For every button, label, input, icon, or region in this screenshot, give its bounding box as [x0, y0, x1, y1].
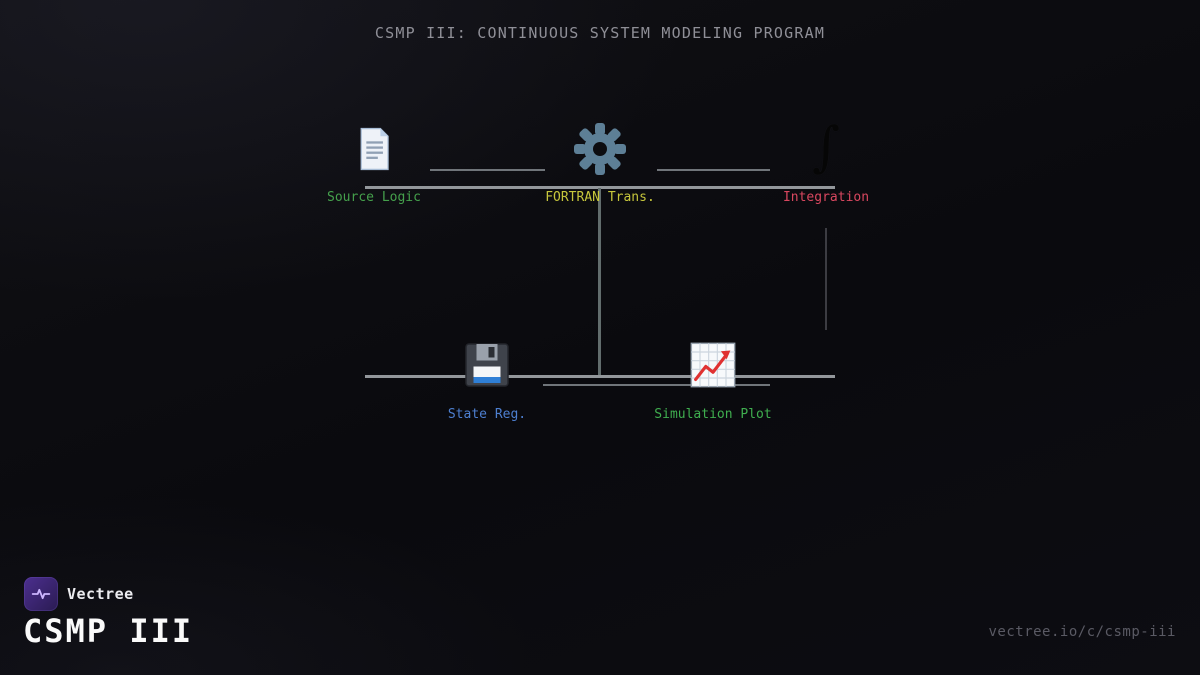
integral-icon: ∫ [811, 115, 841, 178]
connector-source-to-fortran [430, 169, 545, 171]
node-label-fortran-trans: FORTRAN Trans. [545, 190, 655, 205]
node-label-integration: Integration [782, 190, 870, 205]
page-title: CSMP III: CONTINUOUS SYSTEM MODELING PRO… [374, 24, 826, 42]
program-title: CSMP III [23, 612, 194, 650]
bus-line-top [365, 186, 835, 189]
brand-name: Vectree [67, 585, 134, 603]
floppy-disk-icon [460, 338, 514, 392]
node-label-state-reg: State Reg. [447, 407, 527, 422]
pulse-wave-icon [31, 588, 51, 600]
document-icon [351, 126, 397, 172]
gear-icon [573, 122, 627, 176]
brand-row: Vectree [24, 577, 134, 611]
vectree-logo [24, 577, 58, 611]
connector-fortran-to-integration [657, 169, 770, 171]
node-label-source-logic: Source Logic [327, 190, 421, 205]
vertical-line-integration [825, 228, 827, 330]
bus-line-bottom [365, 375, 835, 378]
line-chart-icon [687, 339, 739, 391]
connector-state-to-plot [543, 384, 770, 386]
node-label-simulation-plot: Simulation Plot [654, 407, 772, 422]
vertical-line-center [598, 188, 601, 377]
footer-url: vectree.io/c/csmp-iii [988, 624, 1176, 640]
